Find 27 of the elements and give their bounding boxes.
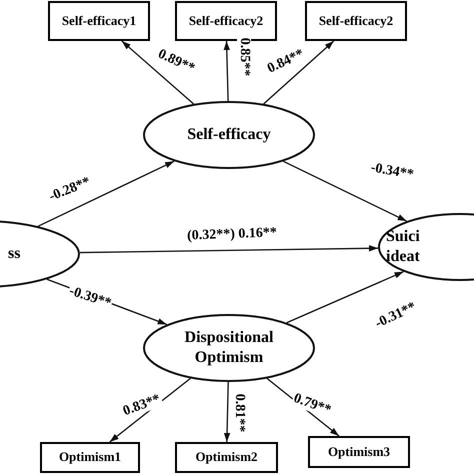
arrow bbox=[224, 40, 230, 102]
arrow bbox=[283, 160, 407, 222]
latent-variable-ellipse bbox=[143, 101, 315, 169]
node-label: ss bbox=[7, 244, 22, 264]
node-label: Suici ideat bbox=[385, 227, 421, 267]
edge-label: (0.32**) 0.16** bbox=[186, 226, 278, 244]
arrow bbox=[80, 245, 378, 254]
arrow bbox=[286, 271, 404, 324]
node-label: Self-efficacy bbox=[186, 125, 272, 145]
edge-label: 0.85** bbox=[237, 36, 251, 78]
indicator-box bbox=[40, 442, 140, 473]
arrow bbox=[224, 382, 230, 442]
node-label: Optimism3 bbox=[328, 444, 390, 460]
latent-variable-ellipse bbox=[143, 314, 315, 382]
arrow bbox=[121, 40, 194, 104]
node-label: Self-efficacy2 bbox=[188, 12, 264, 30]
arrow bbox=[263, 40, 334, 104]
arrow bbox=[38, 160, 174, 227]
node-label: Dispositional Optimism bbox=[184, 328, 274, 368]
indicator-box bbox=[308, 436, 410, 468]
indicator-box bbox=[305, 1, 407, 41]
node-label: Optimism1 bbox=[58, 449, 122, 466]
node-label: Self-efficacy2 bbox=[318, 12, 394, 30]
node-label: Optimism2 bbox=[195, 449, 258, 466]
indicator-box bbox=[48, 1, 150, 41]
node-label: Self-efficacy1 bbox=[62, 12, 136, 30]
indicator-box bbox=[175, 442, 278, 473]
